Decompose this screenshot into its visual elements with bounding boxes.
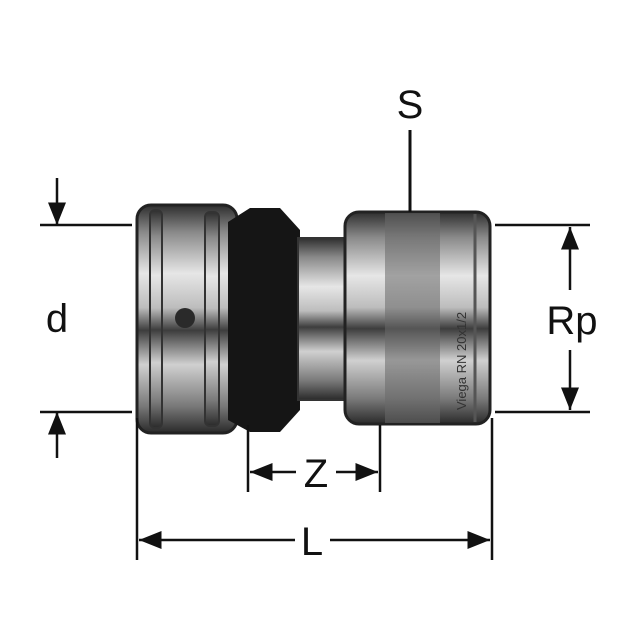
dimension-rp: Rp <box>495 223 598 414</box>
label-l: L <box>301 520 323 564</box>
engraving-text: Viega RN 20x1/2 <box>454 312 469 410</box>
black-press-collar <box>228 208 300 432</box>
label-s: S <box>397 83 424 127</box>
dimension-z: Z <box>246 425 382 496</box>
label-z: Z <box>304 452 328 496</box>
press-end-ring <box>149 209 163 429</box>
hex-flat <box>385 213 440 423</box>
label-d: d <box>46 297 68 341</box>
dimension-l: L <box>135 418 494 564</box>
press-end-ring <box>204 211 220 427</box>
label-rp: Rp <box>546 299 597 343</box>
dimension-d: d <box>40 178 132 458</box>
press-fitting: Viega RN 20x1/2 <box>135 203 492 435</box>
inspection-hole <box>175 308 195 328</box>
